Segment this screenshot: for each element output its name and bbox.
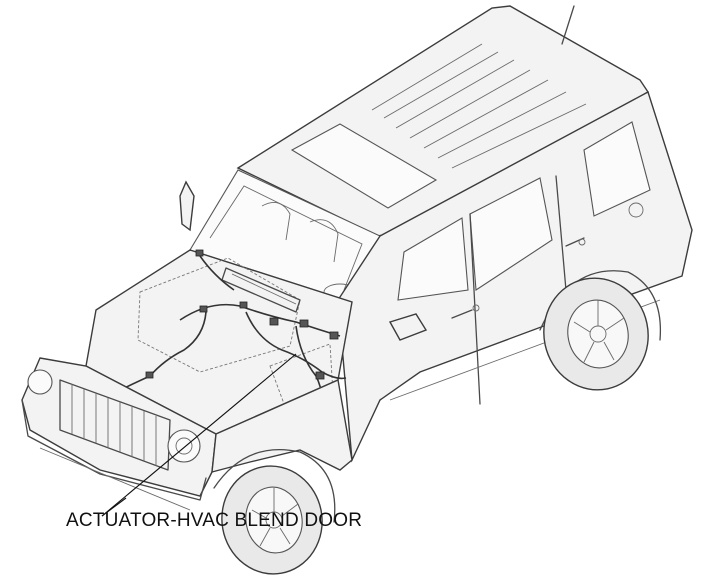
callout-leader-line	[101, 353, 297, 517]
side-mirror-left	[179, 180, 195, 232]
grille	[59, 379, 171, 471]
rear-door-window	[469, 177, 553, 291]
fuel-door	[628, 202, 644, 218]
roof-ribs	[371, 43, 587, 169]
front-bumper	[21, 399, 207, 501]
front-fender	[211, 378, 353, 473]
door-seam-front	[469, 213, 481, 405]
door-handle-front	[451, 309, 473, 319]
cowl-vent	[221, 267, 301, 313]
side-mirror-right	[388, 313, 428, 341]
front-wheel	[213, 448, 336, 575]
callout-label: ACTUATOR-HVAC BLEND DOOR	[66, 510, 363, 531]
front-door-window	[397, 217, 469, 301]
rear-wheel	[539, 270, 662, 391]
antenna	[561, 5, 575, 45]
quarter-window	[583, 121, 651, 217]
sunroof	[290, 123, 438, 209]
headlight-left	[27, 369, 53, 395]
